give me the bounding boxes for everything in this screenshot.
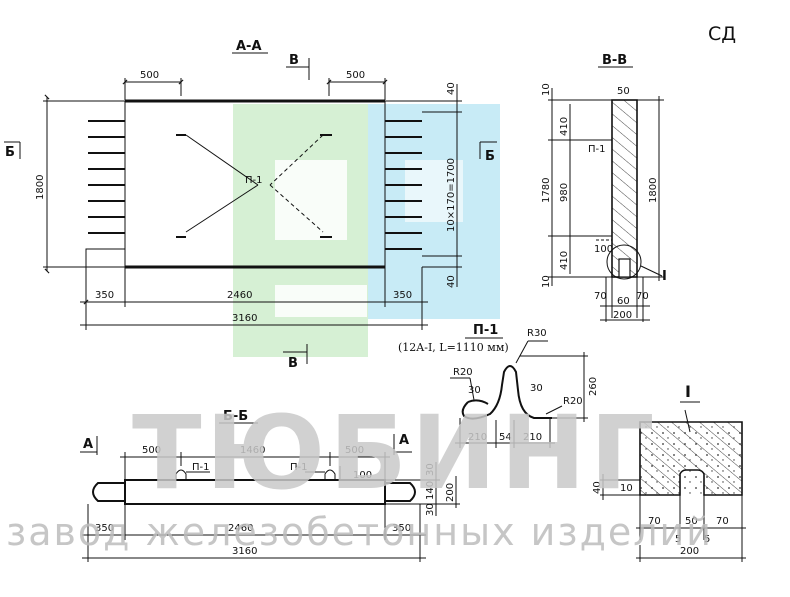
node-dim-200: 200 xyxy=(680,546,699,557)
drawing-code: СД xyxy=(708,23,736,45)
loop-d54: 54 xyxy=(499,432,512,443)
logo-watermark-shapes xyxy=(233,104,500,357)
rebar-loop-detail: П-1 (12A-I, L=1110 мм) R30 R20 R20 30 30… xyxy=(398,323,599,448)
vv-dim-410-bottom: 410 xyxy=(559,251,570,270)
section-vv: В-В I 10 1780 10 410 980 410 1800 50 П-1… xyxy=(541,53,667,322)
loop-d210-left: 210 xyxy=(468,432,487,443)
cut-a-right: А xyxy=(399,433,409,448)
vv-dim-60: 60 xyxy=(617,296,630,307)
plan-dim-3160: 3160 xyxy=(232,313,257,324)
vv-node-label: I xyxy=(662,269,667,284)
bb-dim-200: 200 xyxy=(445,483,456,502)
plan-dim-350-right: 350 xyxy=(393,290,412,301)
vv-dim-100: 100 xyxy=(594,244,613,255)
node-dim-50: 50 xyxy=(685,516,698,527)
vv-dim-70-left: 70 xyxy=(594,291,607,302)
plan-dim-500-left: 500 xyxy=(140,70,159,81)
bb-dim-100: 100 xyxy=(353,470,372,481)
loop-r30: R30 xyxy=(527,328,547,339)
vv-dim-200: 200 xyxy=(613,310,632,321)
bb-dim-500-left: 500 xyxy=(142,445,161,456)
watermark-tagline: завод железобетонных изделий xyxy=(6,510,713,554)
loop-d30-left: 30 xyxy=(468,385,481,396)
loop-d260: 260 xyxy=(588,377,599,396)
vv-dim-50: 50 xyxy=(617,86,630,97)
vv-rebar-label: П-1 xyxy=(588,144,606,155)
vv-dim-10-top: 10 xyxy=(541,83,552,96)
plan-dim-2460: 2460 xyxy=(227,290,252,301)
bb-dim-30-bottom: 30 xyxy=(425,503,436,516)
bb-dim-30-top: 30 xyxy=(425,463,436,476)
node-dim-5-left: 5 xyxy=(675,534,681,545)
cut-a-left: А xyxy=(83,437,93,452)
bb-dim-140: 140 xyxy=(425,481,436,500)
vv-dim-1800: 1800 xyxy=(648,178,659,203)
node-title: I xyxy=(685,382,691,401)
vv-dim-410-top: 410 xyxy=(559,117,570,136)
vv-dim-70-right: 70 xyxy=(636,291,649,302)
bb-dim-500-right: 500 xyxy=(345,445,364,456)
bb-dim-350-left: 350 xyxy=(95,523,114,534)
plan-dim-40-top: 40 xyxy=(446,82,457,95)
vv-dim-10-bottom: 10 xyxy=(541,275,552,288)
bb-dim-1460: 1460 xyxy=(240,445,265,456)
cut-v-top: В xyxy=(289,53,299,68)
bb-rebar-label-right: П-1 xyxy=(290,462,308,473)
section-vv-title: В-В xyxy=(602,53,627,68)
loop-r20-left: R20 xyxy=(453,367,473,378)
plan-dim-1800: 1800 xyxy=(35,175,46,200)
plan-rebar-label: П-1 xyxy=(245,175,263,186)
loop-d210-right: 210 xyxy=(523,432,542,443)
loop-title: П-1 xyxy=(473,323,498,338)
node-dim-40: 40 xyxy=(592,481,603,494)
vv-dim-1780: 1780 xyxy=(541,178,552,203)
loop-r20-right: R20 xyxy=(563,396,583,407)
node-dim-5-right: 5 xyxy=(704,534,710,545)
bb-dim-350-right: 350 xyxy=(392,523,411,534)
plan-dim-500-right: 500 xyxy=(346,70,365,81)
bb-rebar-label-left: П-1 xyxy=(192,462,210,473)
plan-dim-40-bottom: 40 xyxy=(446,275,457,288)
cut-v-bottom: В xyxy=(288,356,298,371)
plan-dim-10x170: 10×170=1700 xyxy=(446,158,457,232)
loop-d30-right: 30 xyxy=(530,383,543,394)
vv-dim-980: 980 xyxy=(559,183,570,202)
section-aa-plan: А-А П- xyxy=(4,39,497,371)
section-bb-title: Б-Б xyxy=(223,409,248,424)
node-dim-70-left: 70 xyxy=(648,516,661,527)
bb-dim-2460: 2460 xyxy=(228,523,253,534)
node-dim-10: 10 xyxy=(620,483,633,494)
rebar-note: (12A-I, L=1110 мм) xyxy=(398,341,509,354)
bb-dim-3160: 3160 xyxy=(232,546,257,557)
watermark-brand: ТЮБИНГ xyxy=(132,394,659,513)
cut-b-left: Б xyxy=(5,145,15,160)
section-bb: Б-Б А А П-1 П-1 500 1460 500 100 30 xyxy=(80,409,460,562)
cut-b-right: Б xyxy=(485,149,495,164)
node-dim-70-right: 70 xyxy=(716,516,729,527)
plan-dim-350-left: 350 xyxy=(95,290,114,301)
section-aa-title: А-А xyxy=(236,39,262,54)
node-detail: I 40 10 70 50 70 5 5 200 xyxy=(592,382,746,562)
